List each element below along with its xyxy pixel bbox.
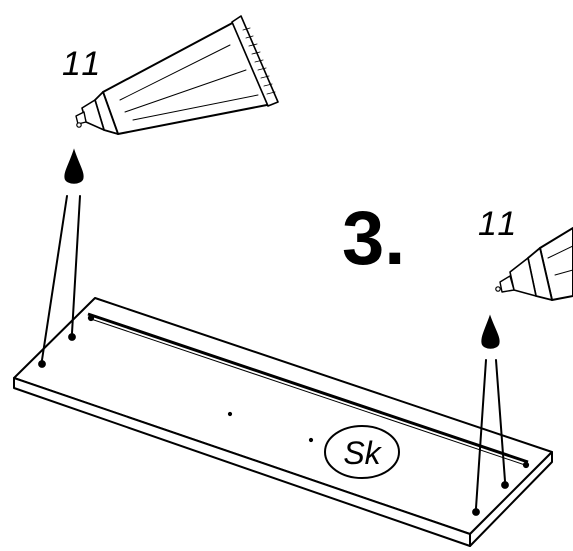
glue-drop-icon xyxy=(64,148,84,184)
part-number-label-left: 11 xyxy=(62,45,103,83)
panel-label-badge xyxy=(324,425,400,479)
step-number: 3. xyxy=(342,196,405,281)
glue-drop-icon xyxy=(481,314,500,349)
glue-tube-icon xyxy=(75,15,279,135)
panel-board xyxy=(13,297,553,547)
glue-guide-lines xyxy=(41,195,81,361)
panel-label: Sk xyxy=(343,435,382,471)
glue-tube-icon xyxy=(495,227,573,301)
glue-guide-lines xyxy=(475,359,506,509)
part-number-label-right: 11 xyxy=(478,205,519,243)
